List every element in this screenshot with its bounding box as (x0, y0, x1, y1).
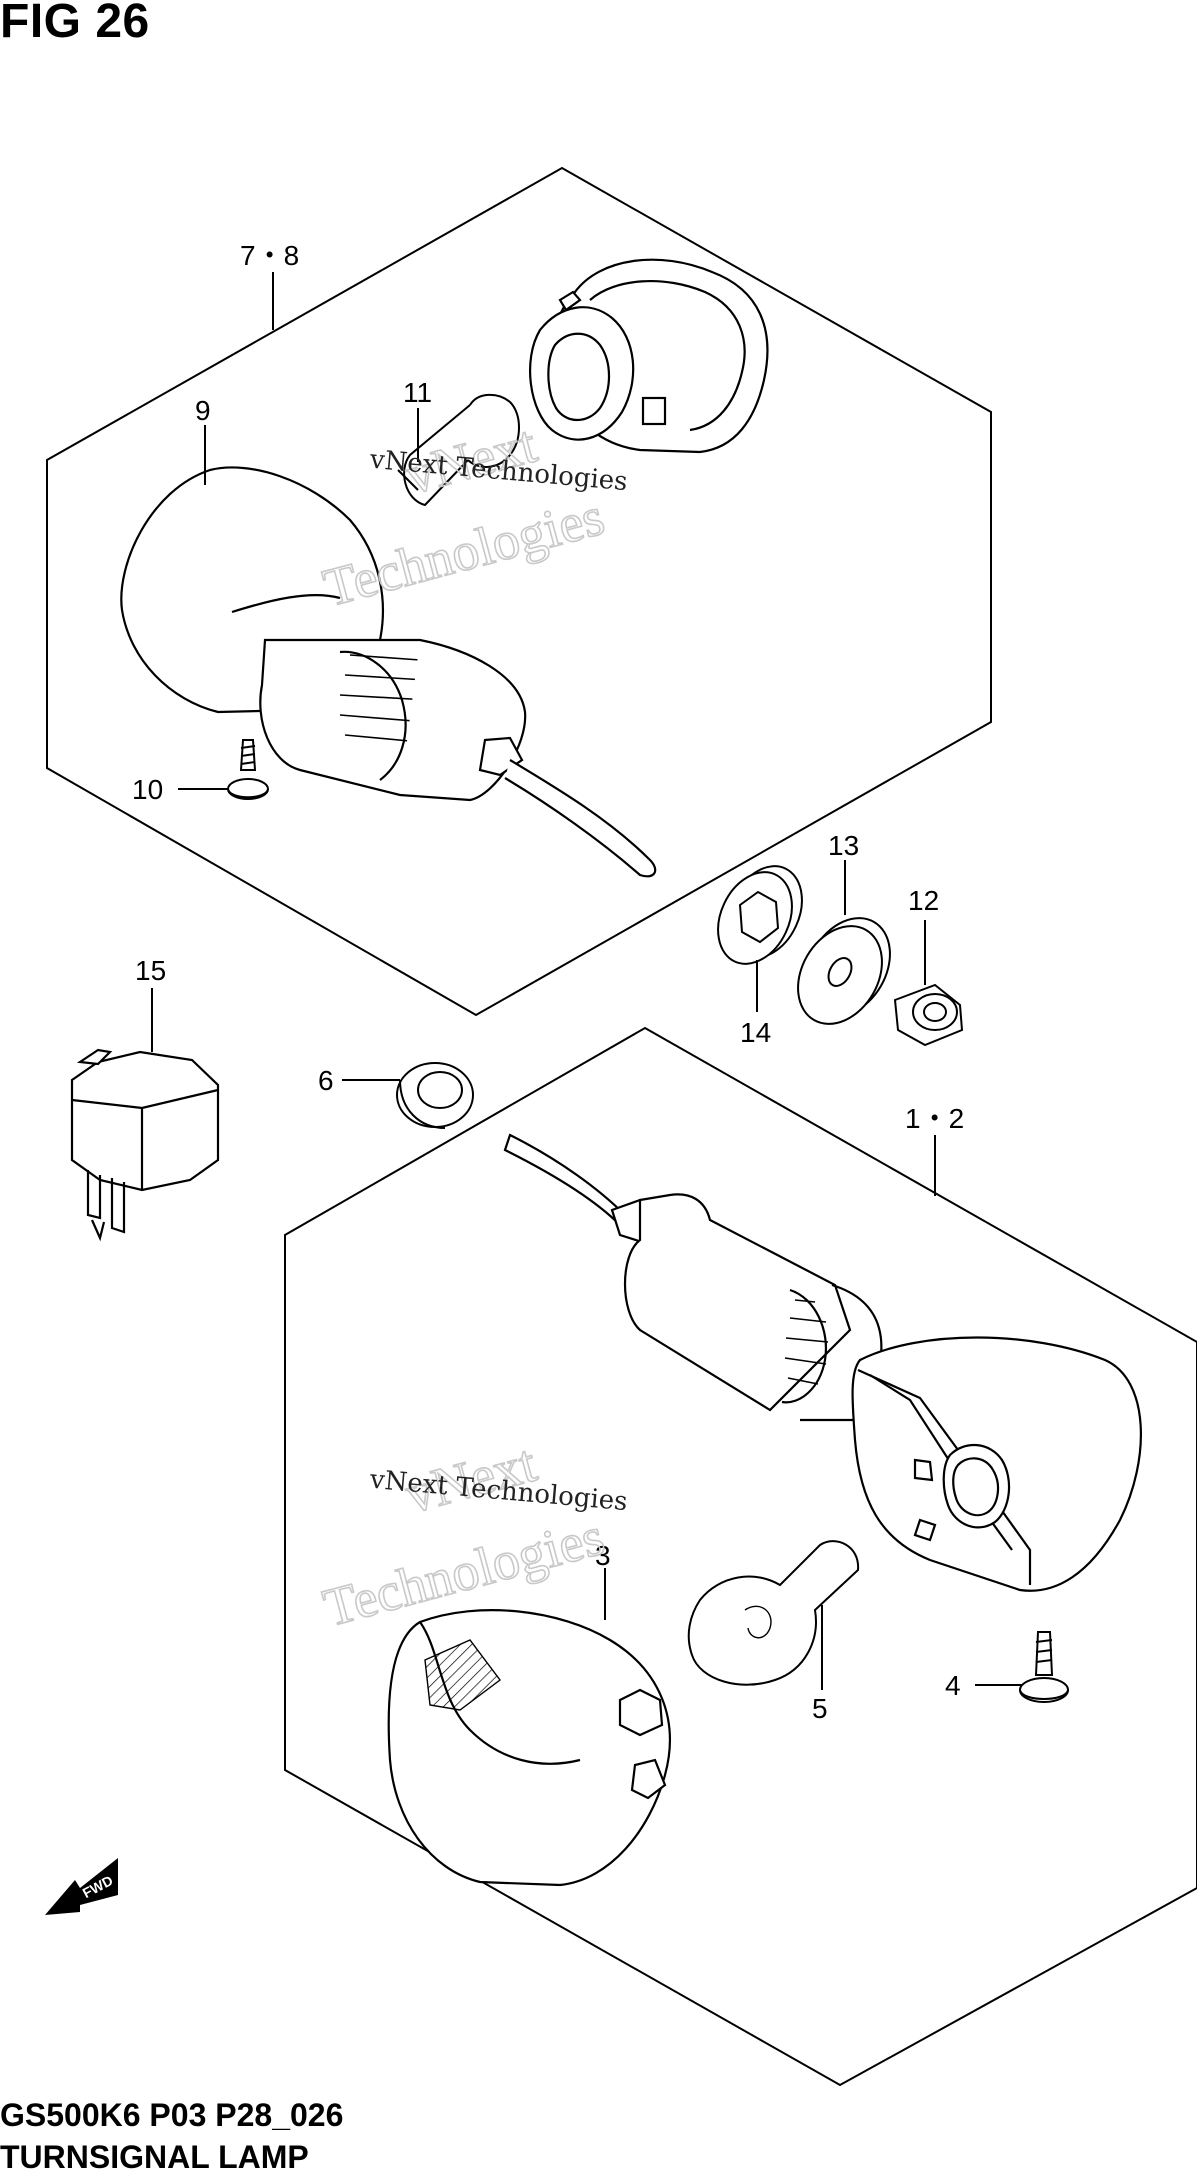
callout-14: 14 (740, 1017, 771, 1048)
svg-text:Technologies: Technologies (317, 486, 610, 618)
upper-assembly-outline (46, 166, 992, 1017)
figure-title: FIG 26 (0, 0, 150, 48)
callout-6: 6 (318, 1065, 334, 1096)
callout-4: 4 (945, 1670, 961, 1701)
nut-6 (396, 1062, 474, 1129)
fwd-arrow-icon: FWD (45, 1858, 118, 1915)
lower-assembly-outline (284, 1026, 1197, 2087)
upper-bulb (397, 393, 520, 507)
watermark-upper: vNext Technologies vNext Technologies (316, 413, 628, 619)
callout-11: 11 (403, 377, 432, 408)
callout-13: 13 (828, 830, 859, 861)
nut-12 (893, 983, 964, 1047)
model-code: GS500K6 P03 P28_026 (0, 2097, 344, 2133)
callout-7-8: 7・8 (240, 240, 299, 271)
callout-15: 15 (135, 955, 166, 986)
lower-lamp-housing (851, 1336, 1142, 1592)
washer-13 (797, 917, 891, 1025)
callout-12: 12 (908, 885, 939, 916)
screw-4 (1019, 1631, 1069, 1703)
upper-lens-and-stem (120, 466, 657, 878)
lower-stem-and-cable (503, 1133, 883, 1422)
callout-5: 5 (812, 1693, 828, 1724)
callout-10: 10 (132, 774, 163, 805)
callout-3: 3 (595, 1540, 611, 1571)
lower-bulb-5 (687, 1540, 860, 1686)
callout-1-2: 1・2 (905, 1103, 964, 1134)
upper-lens-housing (529, 258, 769, 454)
lower-lens-3 (387, 1609, 671, 1887)
callout-9: 9 (195, 395, 211, 426)
screw-10 (227, 739, 269, 800)
part-name: TURNSIGNAL LAMP (0, 2139, 309, 2175)
flange-nut-14 (717, 865, 803, 965)
relay-15 (70, 1048, 220, 1242)
watermark-lower: vNext Technologies vNext Technologies (316, 1432, 628, 1639)
